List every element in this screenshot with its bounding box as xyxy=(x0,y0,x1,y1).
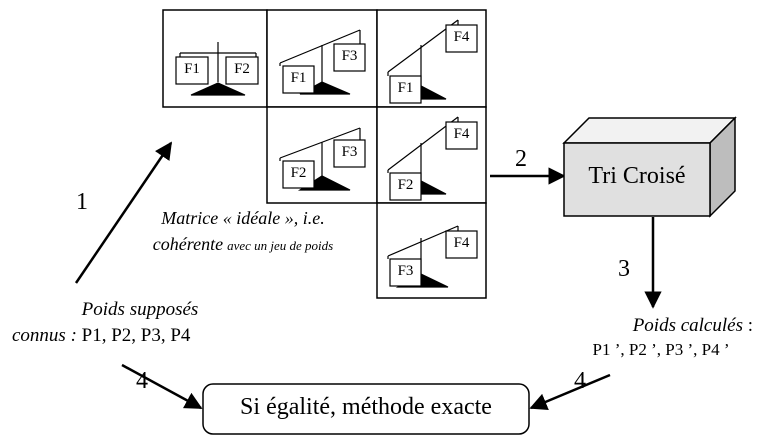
known-weights-title: Poids supposés xyxy=(81,299,199,320)
known-weights-list: P1, P2, P3, P4 xyxy=(81,325,191,346)
matrix-caption-main: cohérente xyxy=(152,234,224,254)
cell6-left-label: F3 xyxy=(397,263,414,279)
arrow-step-1 xyxy=(74,141,173,284)
step-4-number-right: 4 xyxy=(574,368,586,394)
arrow-step-4-left xyxy=(121,363,203,410)
matrix-caption-line1: Matrice « idéale », i.e. xyxy=(161,208,325,228)
cell3-right-label: F4 xyxy=(453,29,470,45)
computed-weights-values: P1 ’, P2 ’, P3 ’, P4 ’ xyxy=(592,340,730,359)
cross-sort-label: Tri Croisé xyxy=(588,163,686,189)
known-weights-label: connus : xyxy=(12,325,77,346)
balance-cell-f1-f3 xyxy=(279,29,366,95)
balance-cell-f1-f4 xyxy=(387,19,478,104)
step-4-number-left: 4 xyxy=(136,368,148,394)
step-1-number: 1 xyxy=(76,189,88,215)
balance-cell-f2-f3 xyxy=(279,127,366,191)
matrix-caption-small: avec un jeu de poids xyxy=(227,238,334,253)
computed-weights-label: Poids calculés xyxy=(632,315,743,336)
result-box xyxy=(202,383,530,435)
cell3-left-label: F1 xyxy=(397,80,414,96)
arrow-step-4-right xyxy=(529,373,611,411)
cell2-left-label: F1 xyxy=(290,70,307,86)
result-label: Si égalité, méthode exacte xyxy=(240,394,492,420)
computed-weights-title: Poids calculés : xyxy=(573,315,753,337)
cross-sort-box xyxy=(562,116,737,218)
balance-cell-f1-f2 xyxy=(175,42,259,96)
computed-weights-colon: : xyxy=(742,315,753,336)
cell6-right-label: F4 xyxy=(453,235,470,251)
matrix-caption-line2: cohérente avec un jeu de poids xyxy=(116,234,370,255)
cell5-right-label: F4 xyxy=(453,126,470,142)
cell4-left-label: F2 xyxy=(290,165,307,181)
cell2-right-label: F3 xyxy=(341,48,358,64)
step-3-number: 3 xyxy=(618,256,630,282)
step-2-number: 2 xyxy=(515,146,527,172)
cell1-left-label: F1 xyxy=(184,61,200,77)
known-weights-values: connus : P1, P2, P3, P4 xyxy=(12,325,190,347)
balance-cell-f2-f4 xyxy=(387,116,478,201)
balance-cell-f3-f4 xyxy=(387,225,478,288)
cell4-right-label: F3 xyxy=(341,144,358,160)
cell5-left-label: F2 xyxy=(397,177,414,193)
cell1-right-label: F2 xyxy=(234,61,250,77)
